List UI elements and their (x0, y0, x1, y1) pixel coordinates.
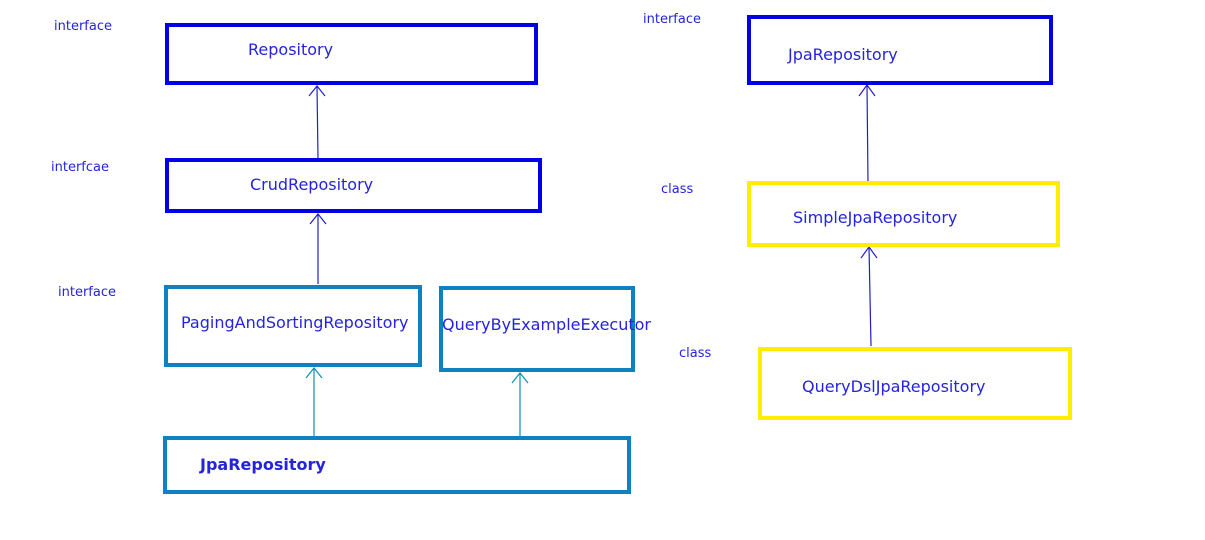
node-querydsl-jpa-repository-label: QueryDslJpaRepository (802, 377, 986, 396)
node-jpa-repository-right: JpaRepository (747, 15, 1053, 85)
stereotype-crud: interfcae (51, 160, 109, 175)
node-repository: Repository (165, 23, 538, 85)
arrow-crud-to-repository (308, 85, 326, 159)
arrow-querydsl-to-simple (860, 245, 878, 347)
arrow-jpa-to-querybyexample (511, 372, 529, 440)
stereotype-simple-jpa-repository: class (661, 182, 694, 197)
arrow-jpa-to-paging (305, 367, 323, 436)
node-jpa-repository-left-label: JpaRepository (200, 455, 326, 474)
arrow-simple-to-jparepository (858, 83, 876, 183)
stereotype-jpa-repository: interface (643, 12, 701, 27)
node-jpa-repository-left: JpaRepository (163, 436, 631, 494)
stereotype-querydsl-jpa-repository: class (679, 346, 712, 361)
stereotype-paging: interface (58, 285, 116, 300)
arrow-paging-to-crud (309, 213, 327, 284)
node-query-by-example-executor-label: QueryByExampleExecutor (442, 315, 651, 334)
node-simple-jpa-repository: SimpleJpaRepository (747, 181, 1060, 247)
node-paging-and-sorting-repository-label: PagingAndSortingRepository (181, 313, 409, 332)
node-query-by-example-executor: QueryByExampleExecutor (439, 286, 651, 372)
stereotype-repository: interface (54, 19, 112, 34)
node-paging-and-sorting-repository: PagingAndSortingRepository (164, 285, 422, 367)
node-repository-label: Repository (248, 40, 334, 59)
node-jpa-repository-right-label: JpaRepository (788, 45, 898, 64)
node-querydsl-jpa-repository: QueryDslJpaRepository (758, 347, 1072, 420)
node-crud-repository-label: CrudRepository (250, 175, 374, 194)
node-crud-repository: CrudRepository (165, 158, 542, 213)
node-simple-jpa-repository-label: SimpleJpaRepository (793, 208, 958, 227)
